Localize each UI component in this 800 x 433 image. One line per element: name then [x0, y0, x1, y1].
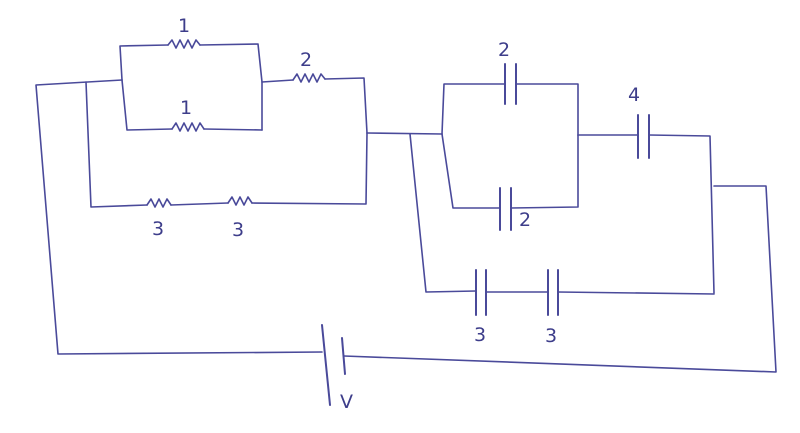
- resistor-network: [35, 39, 368, 355]
- wire-top-box-top-right: [199, 43, 263, 131]
- label-r-top: 1: [178, 15, 190, 37]
- resistor-1-top: [167, 39, 201, 49]
- resistor-3-left: [146, 198, 172, 208]
- label-c-bot-left: 3: [474, 324, 486, 346]
- wire-top-box-top-left: [119, 44, 169, 81]
- battery-plate-short: [341, 337, 346, 375]
- resistor-3-right: [227, 196, 253, 206]
- resistor-2: [292, 73, 326, 83]
- wire-cap-box-bottom-left: [441, 133, 501, 209]
- label-r-bot-left: 3: [152, 218, 164, 240]
- label-battery: V: [340, 391, 353, 413]
- wire-top-box-bottom-right: [203, 128, 263, 131]
- label-c-right: 4: [628, 84, 640, 106]
- wire-r2-to-node: [324, 77, 368, 134]
- capacitor-network: [343, 63, 777, 373]
- battery: [321, 324, 346, 406]
- wire-cap-box-bottom-right: [510, 134, 579, 209]
- label-r-mid: 1: [180, 97, 192, 119]
- resistor-1-mid: [171, 122, 205, 132]
- wire-cap-box-top-left: [441, 83, 506, 135]
- label-c-top: 2: [498, 39, 510, 61]
- label-r-right: 2: [300, 49, 312, 71]
- wire-outer-right: [343, 185, 777, 373]
- wire-top-box-left: [121, 79, 173, 131]
- wire-between-r3: [170, 202, 229, 206]
- wire-cap-box-top-right: [515, 83, 579, 136]
- wire-to-r2: [261, 79, 294, 83]
- wire-outer-left: [35, 79, 323, 355]
- wire-cap-bottom-right: [557, 291, 715, 295]
- label-c-mid: 2: [519, 209, 531, 231]
- battery-plate-long: [321, 324, 331, 406]
- wire-c4-to-right: [648, 134, 715, 294]
- label-r-bot-right: 3: [232, 219, 244, 241]
- wire-bottom-branch-right: [251, 132, 368, 205]
- wire-cap-bottom-left: [409, 133, 477, 293]
- wire-middle-link: [366, 132, 443, 135]
- label-c-bot-right: 3: [545, 325, 557, 347]
- wire-bottom-branch-left: [85, 81, 148, 208]
